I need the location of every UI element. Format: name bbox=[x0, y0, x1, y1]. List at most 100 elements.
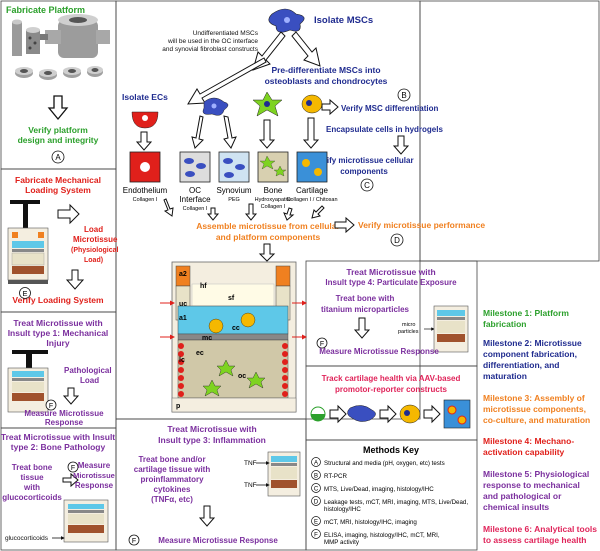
down-arrow-icon bbox=[47, 95, 69, 121]
right-arrow-icon bbox=[423, 404, 441, 424]
badge-b-circle bbox=[397, 88, 411, 102]
tissue-bone bbox=[257, 151, 289, 183]
right-arrow-icon bbox=[379, 404, 397, 424]
nucleus-icon bbox=[264, 101, 270, 107]
label-ec: ec bbox=[196, 350, 204, 357]
badge-d: D bbox=[394, 236, 400, 245]
chondrocyte-icon bbox=[399, 404, 421, 424]
aav-panel: Track cartilage health via AAV-based pro… bbox=[310, 374, 471, 429]
svg-text:histology/IHC: histology/IHC bbox=[324, 506, 361, 513]
svg-text:MTS, Live/Dead, imaging, histo: MTS, Live/Dead, imaging, histology/IHC bbox=[324, 486, 434, 493]
svg-text:RT-PCR: RT-PCR bbox=[324, 473, 347, 480]
assemble-arrows bbox=[163, 198, 325, 221]
down-arrow-icon bbox=[198, 505, 216, 527]
tissue-sub-cartilage: Collagen I / Chitosan bbox=[286, 197, 337, 203]
loading-panel: Fabricate Mechanical Loading System Load… bbox=[7, 175, 119, 305]
insult2-treat-line1: Treat bone bbox=[12, 463, 53, 472]
tissue-sub-synovium: PEG bbox=[228, 197, 240, 203]
insult4-panel: Treat Microtissue with Insult type 4: Pa… bbox=[316, 267, 469, 356]
insult4-treat-line1: Treat bone with bbox=[336, 294, 395, 303]
label-oc: oc bbox=[238, 373, 246, 380]
svg-text:chemical insults: chemical insults bbox=[483, 502, 549, 512]
insult2-title-line1: Treat Microtissue with Insult bbox=[1, 432, 115, 442]
insult4-title-line2: Insult type 4: Particulate Exposure bbox=[325, 278, 457, 287]
tnf-label-1: TNF bbox=[244, 460, 257, 467]
right-arrow-icon bbox=[321, 98, 339, 116]
loading-title-line1: Fabricate Mechanical bbox=[15, 175, 101, 185]
reporter-cell-icon bbox=[457, 415, 467, 425]
verify-micro-line2: components bbox=[340, 167, 388, 176]
insult1-measure-line1: Measure Microtissue bbox=[24, 409, 104, 418]
svg-text:differentiation, and: differentiation, and bbox=[483, 360, 560, 370]
msc-nucleus-icon bbox=[284, 17, 290, 23]
tissue-sub-bone: Hydroxyapatite bbox=[255, 197, 292, 203]
methods-title: Methods Key bbox=[363, 445, 419, 455]
badge-f-1: F bbox=[49, 403, 53, 410]
svg-text:and pathological or: and pathological or bbox=[483, 491, 562, 501]
cell-icon bbox=[347, 405, 376, 422]
platform-title: Fabricate Platform bbox=[6, 5, 85, 15]
insult2-title-line2: type 2: Bone Pathology bbox=[11, 442, 106, 452]
gluco-label: glucocorticoids bbox=[5, 535, 49, 542]
verify-performance: Verify microtissue performance bbox=[358, 220, 485, 230]
long-arrow-icon bbox=[187, 57, 267, 105]
insult1-device-image bbox=[7, 350, 49, 413]
aav-line2: promotor-reporter constructs bbox=[335, 385, 448, 394]
aav-vector-fill-icon bbox=[311, 414, 325, 421]
microtissue-schematic: a2 hf sf uc a1 cc mc ec lc oc p bbox=[160, 261, 307, 413]
insult1-title-line2: Insult type 1: Mechanical bbox=[8, 328, 109, 338]
nucleus-icon bbox=[306, 100, 312, 106]
platform-verify-line2: design and integrity bbox=[18, 135, 99, 145]
right-arrow-icon bbox=[334, 216, 355, 234]
milestone-4: Milestone 4: Mechano-activation capabili… bbox=[483, 436, 574, 457]
tissue-arrows bbox=[135, 115, 320, 151]
tissue-label-oc: OC bbox=[189, 186, 201, 195]
svg-text:B: B bbox=[314, 474, 318, 480]
badge-a: A bbox=[55, 153, 61, 162]
insult3-treat-line2: cartilage tissue with bbox=[134, 465, 211, 474]
svg-text:fabrication: fabrication bbox=[483, 319, 526, 329]
badge-f-circle bbox=[316, 337, 328, 349]
tissue-cartilage bbox=[296, 151, 328, 183]
undiff-line2: will be used in the OC interface bbox=[167, 38, 258, 45]
insult3-treat-line4: cytokines bbox=[154, 485, 191, 494]
badge-c-circle bbox=[360, 178, 374, 192]
osteoblast-cells bbox=[202, 359, 266, 397]
assemble-line1: Assemble microtissue from cellular bbox=[196, 221, 340, 231]
svg-text:response to mechanical: response to mechanical bbox=[483, 480, 580, 490]
micro-line1: micro bbox=[402, 322, 415, 328]
svg-text:E: E bbox=[314, 520, 318, 526]
label-hf: hf bbox=[200, 283, 207, 290]
svg-text:ELISA, imaging, histology/IHC,: ELISA, imaging, histology/IHC, mCT, MRI, bbox=[324, 532, 440, 539]
svg-text:maturation: maturation bbox=[483, 371, 527, 381]
down-arrow-icon bbox=[258, 243, 276, 262]
nucleus-icon bbox=[404, 410, 410, 416]
tissue-synovium bbox=[218, 151, 250, 183]
chondrocyte-icon bbox=[301, 94, 323, 114]
verify-msc: Verify MSC differentiation bbox=[341, 104, 438, 113]
encapsulate: Encapsulate cells in hydrogels bbox=[326, 125, 443, 134]
badge-c: C bbox=[364, 181, 370, 190]
down-right-arrow-icon bbox=[291, 31, 321, 67]
insult2-treat-line2: tissue bbox=[20, 473, 44, 482]
badge-f-2: F bbox=[71, 465, 75, 472]
tissue-sub-endothelium: Collagen I bbox=[133, 197, 158, 203]
isolate-mscs: Isolate MSCs bbox=[314, 15, 373, 26]
insult2-treat-line3: with bbox=[23, 483, 40, 492]
platform-parts-image bbox=[12, 14, 110, 80]
insult4-title-line1: Treat Microtissue with bbox=[346, 267, 435, 277]
endothelial-lining bbox=[178, 343, 288, 397]
right-arrow-icon bbox=[62, 472, 79, 488]
badge-b: B bbox=[401, 91, 406, 100]
badge-d-circle bbox=[390, 233, 404, 247]
svg-text:Structural and media (pH, oxyg: Structural and media (pH, oxygen, etc) t… bbox=[324, 460, 445, 467]
insult3-title-line2: Insult type 3: Inflammation bbox=[158, 435, 266, 445]
insult4-measure: Measure Microtissue Response bbox=[319, 347, 439, 356]
